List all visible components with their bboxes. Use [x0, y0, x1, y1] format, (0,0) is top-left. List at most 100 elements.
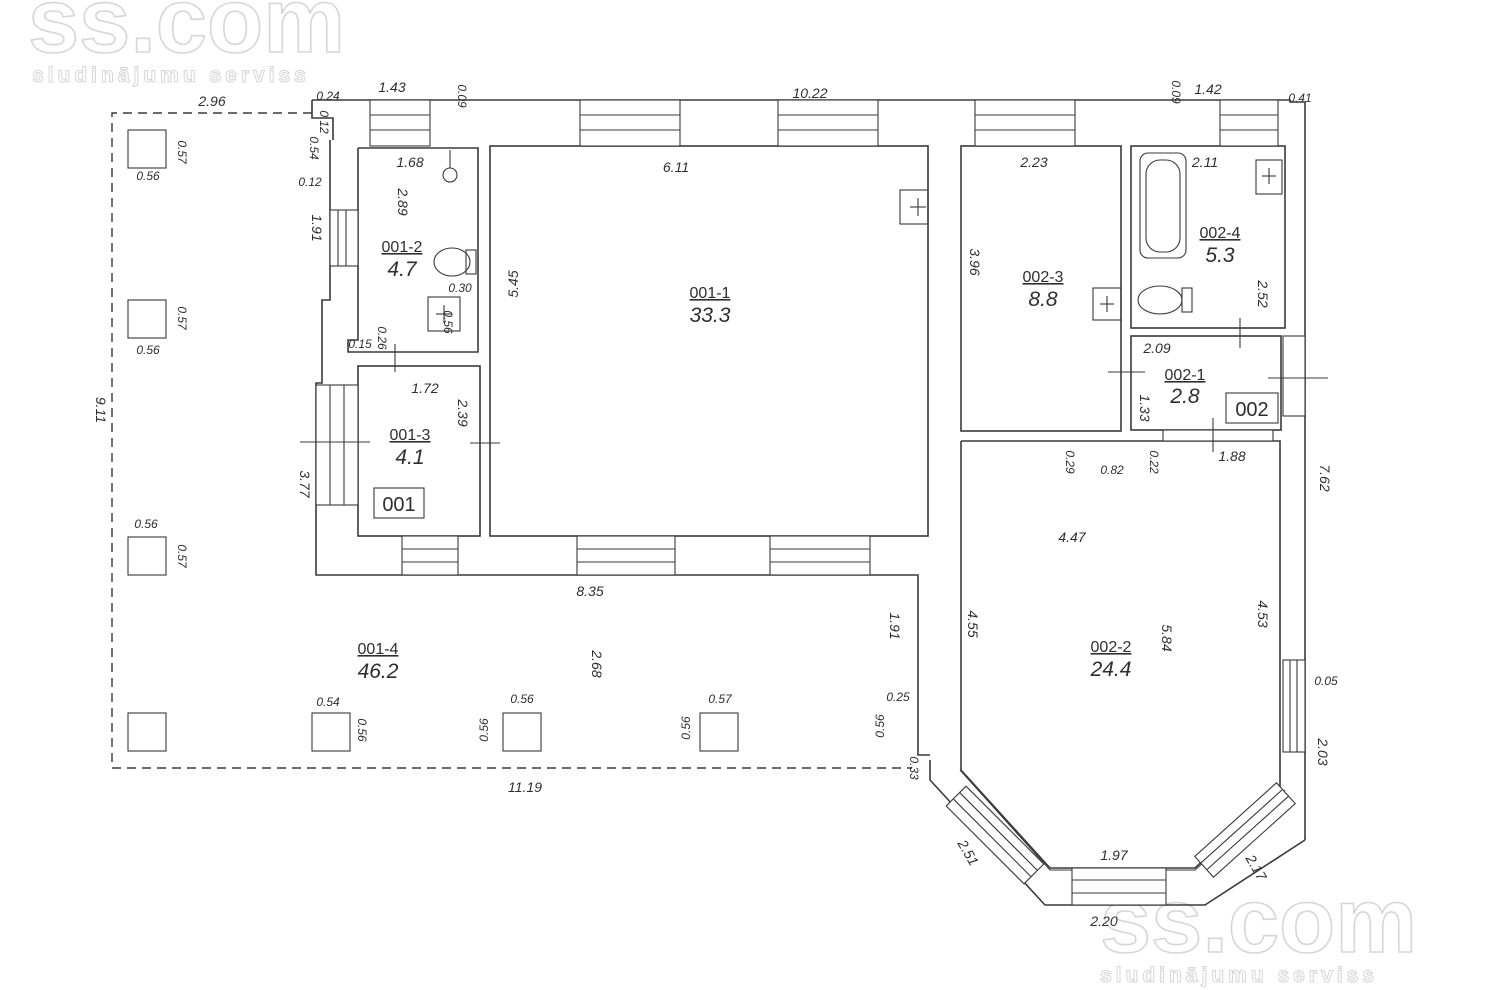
dim-label: 1.72	[411, 380, 438, 396]
interior-walls	[347, 145, 1286, 869]
stairs	[315, 384, 359, 506]
dim-label: 7.62	[1317, 464, 1333, 491]
watermark-tagline-bottom: sludinājumu serviss	[1100, 964, 1378, 987]
dim-label: 1.97	[1100, 847, 1128, 863]
room-area-001-2: 4.7	[387, 258, 418, 281]
dim-label: 1.88	[1218, 448, 1245, 464]
dimension-labels: 2.96 0.24 1.43 0.09 10.22 0.09 1.42 0.41…	[93, 79, 1338, 929]
wall-001-1	[489, 145, 929, 537]
pillar	[127, 299, 167, 339]
dim-label: 0.29	[1063, 450, 1077, 474]
unit-box-001	[373, 487, 425, 519]
dim-label: 8.35	[576, 583, 603, 599]
toilet-icon	[1137, 285, 1183, 315]
dim-label: 0.09	[1169, 80, 1183, 104]
dim-label: 0.56	[134, 517, 158, 531]
room-id-001-1: 001-1	[690, 285, 731, 302]
dim-label: 0.22	[1147, 450, 1161, 474]
room-id-002-1: 002-1	[1165, 367, 1206, 384]
pillar	[127, 712, 167, 752]
room-area-001-4: 46.2	[358, 660, 399, 683]
unit-label-002: 002	[1235, 399, 1268, 421]
dim-label: 1.91	[887, 612, 903, 639]
dim-label: 0.57	[708, 692, 733, 706]
dim-label: 4.47	[1058, 529, 1086, 545]
window	[974, 99, 1076, 147]
dim-label: 4.55	[965, 610, 981, 637]
dim-label: 0.82	[1100, 463, 1124, 477]
room-area-001-3: 4.1	[395, 446, 424, 469]
watermark-top: ss.com sludinājumu serviss	[27, 0, 346, 88]
dim-label: 0.57	[175, 140, 189, 165]
dim-label: 1.42	[1194, 81, 1221, 97]
window	[1282, 335, 1306, 417]
pillar	[127, 536, 167, 576]
watermark-tagline-top: sludinājumu serviss	[32, 64, 310, 87]
room-labels: 001-1 33.3 001-2 4.7 001-3 4.1 001-4 46.…	[358, 225, 1241, 683]
pillar	[699, 712, 739, 752]
dim-label: 0.56	[477, 718, 491, 742]
dim-label: 5.84	[1159, 624, 1175, 651]
pillar	[311, 712, 351, 752]
dim-label: 4.53	[1255, 600, 1271, 627]
window	[777, 99, 879, 147]
toilet-icon	[433, 247, 471, 277]
window	[369, 99, 431, 147]
doorway	[1162, 429, 1274, 442]
window	[1193, 782, 1297, 878]
sink-icon	[1092, 287, 1122, 321]
stairs	[329, 209, 359, 267]
dim-label: 0.26	[375, 326, 389, 350]
dim-label: 0.05	[1314, 674, 1338, 688]
room-area-001-1: 33.3	[690, 304, 731, 327]
dim-label: 1.43	[378, 79, 405, 95]
window	[769, 535, 871, 576]
dim-label: 0.30	[448, 281, 472, 295]
dim-label: 0.41	[1288, 91, 1311, 105]
bathtub-icon	[1139, 152, 1187, 259]
dim-label: 0.12	[298, 175, 322, 189]
dim-label: 0.24	[316, 89, 340, 103]
room-id-001-4: 001-4	[358, 641, 399, 658]
dim-label: 2.52	[1255, 279, 1271, 307]
door-markers	[300, 318, 1328, 452]
windows	[315, 99, 1306, 906]
toilet-tank-icon	[465, 249, 477, 275]
dim-label: 3.96	[967, 248, 983, 275]
dim-label: 0.25	[886, 690, 910, 704]
dim-label: 2.20	[1089, 913, 1117, 929]
dim-label: 2.39	[455, 398, 471, 426]
room-area-002-1: 2.8	[1169, 385, 1200, 408]
dim-label: 9.11	[93, 397, 109, 423]
sink-icon	[899, 189, 929, 225]
room-area-002-3: 8.8	[1028, 288, 1058, 311]
dim-label: 2.51	[954, 836, 982, 868]
dim-label: 3.77	[297, 470, 313, 498]
dim-label: 2.68	[589, 649, 605, 677]
room-id-002-2: 002-2	[1091, 639, 1132, 656]
dim-label: 11.19	[508, 779, 542, 795]
fixtures	[427, 150, 1283, 332]
shower-icon	[442, 167, 458, 183]
outer-walls	[311, 99, 1306, 906]
window	[1219, 99, 1279, 147]
toilet-tank-icon	[1181, 287, 1193, 313]
window	[945, 785, 1045, 885]
dim-label: 0.56	[136, 343, 160, 357]
window	[401, 535, 459, 576]
dim-label: 0.15	[348, 337, 372, 351]
room-id-002-4: 002-4	[1200, 225, 1241, 242]
sink-icon	[427, 296, 461, 332]
room-area-002-2: 24.4	[1090, 658, 1132, 681]
dim-label: 2.89	[395, 187, 411, 215]
dim-label: 0.56	[510, 692, 534, 706]
dim-label: 2.03	[1315, 737, 1331, 765]
window	[1282, 659, 1306, 753]
window	[1071, 867, 1167, 906]
dim-label: 5.45	[505, 270, 521, 297]
dim-label: 0.12	[317, 110, 331, 134]
dim-label: 0.56	[136, 169, 160, 183]
dim-label: 0.33	[907, 756, 921, 780]
dim-label: 0.56	[355, 718, 369, 742]
room-id-001-3: 001-3	[390, 427, 431, 444]
